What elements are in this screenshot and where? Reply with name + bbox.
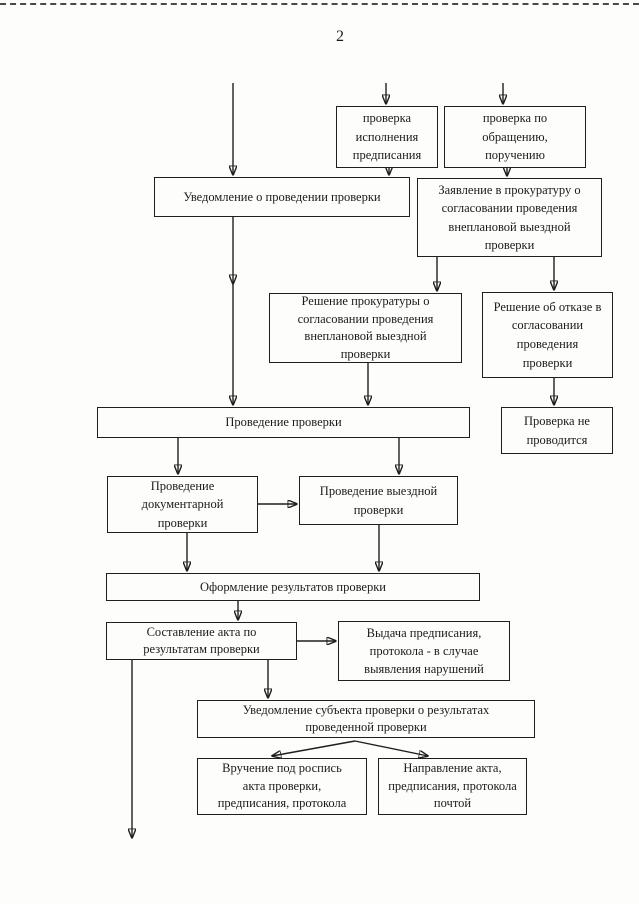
node-results-registration: Оформление результатов проверки	[106, 573, 480, 601]
node-no-check: Проверка не проводится	[501, 407, 613, 454]
node-decision-refuse: Решение об отказе в согласовании проведе…	[482, 292, 613, 378]
node-notification: Уведомление о проведении проверки	[154, 177, 410, 217]
node-notify-subject: Уведомление субъекта проверки о результа…	[197, 700, 535, 738]
node-check-appeal: проверка по обращению, поручению	[444, 106, 586, 168]
node-application-to-prosecutor: Заявление в прокуратуру о согласовании п…	[417, 178, 602, 257]
page-top-scan-edge	[0, 3, 639, 5]
arrow-notify-subject-to-handover	[272, 740, 356, 756]
node-onsite-check: Проведение выездной проверки	[299, 476, 458, 525]
node-act-drafting: Составление акта по результатам проверки	[106, 622, 297, 660]
arrow-notify-subject-to-mail	[354, 740, 428, 756]
node-send-by-mail: Направление акта, предписания, протокола…	[378, 758, 527, 815]
page-number: 2	[336, 28, 344, 45]
node-check-prescription: проверка исполнения предписания	[336, 106, 438, 168]
node-handover-in-person: Вручение под роспись акта проверки, пред…	[197, 758, 367, 815]
node-prescription-issue: Выдача предписания, протокола - в случае…	[338, 621, 510, 681]
node-documentary-check: Проведение документарной проверки	[107, 476, 258, 533]
node-conduct-check: Проведение проверки	[97, 407, 470, 438]
node-decision-approve: Решение прокуратуры о согласовании прове…	[269, 293, 462, 363]
